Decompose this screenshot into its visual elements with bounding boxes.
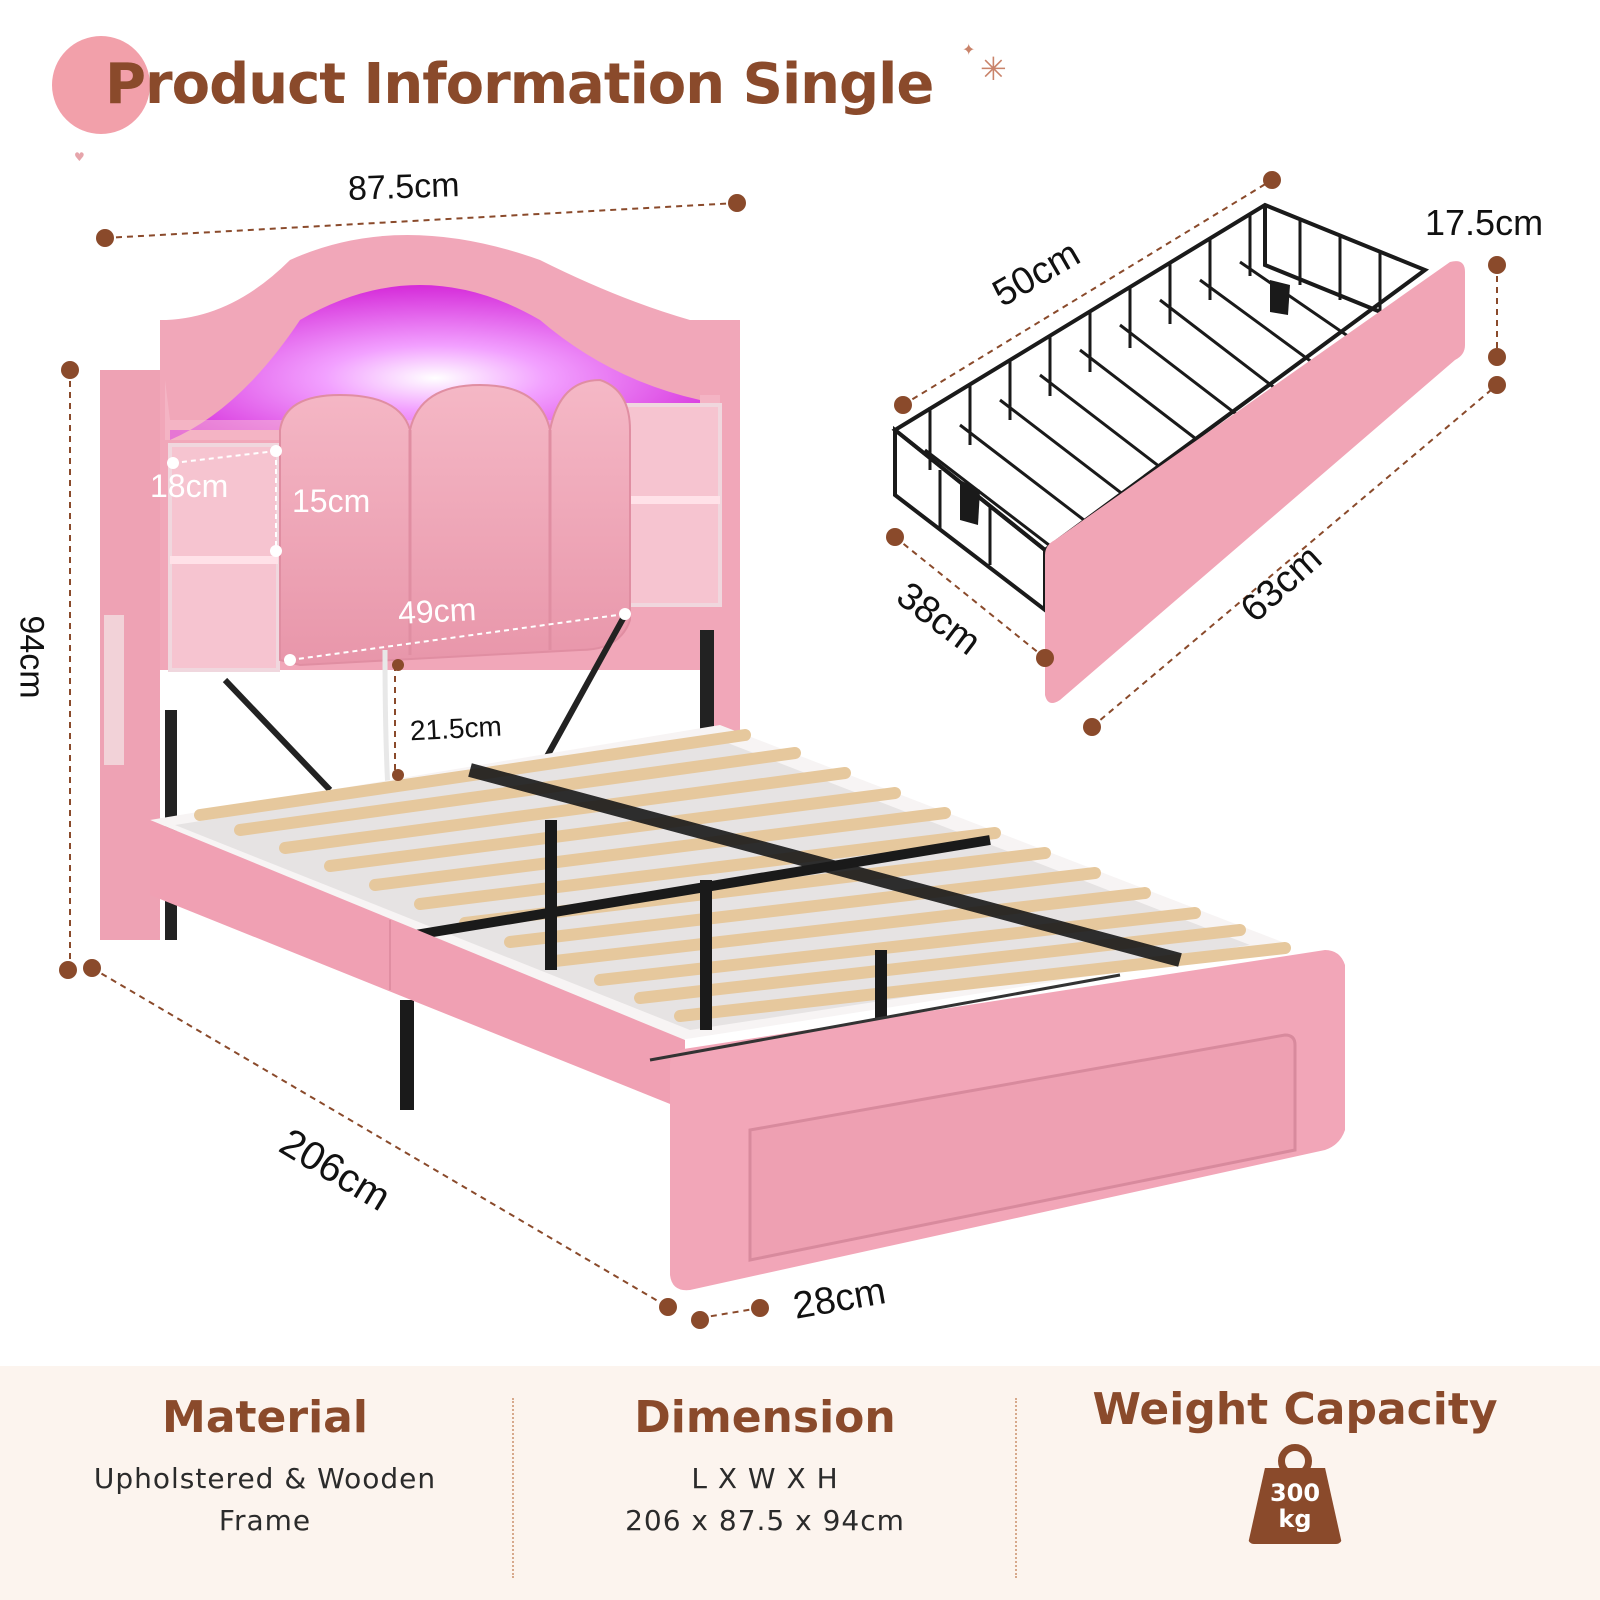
bed-frame — [150, 725, 1345, 1291]
heart-icon: ♥ — [74, 150, 85, 164]
headboard — [100, 235, 740, 940]
star-icon: ✳ — [980, 50, 1007, 88]
sparkle-icon: ✦ — [962, 40, 976, 59]
shelf-right — [623, 403, 722, 607]
footer-divider — [1015, 1398, 1017, 1578]
material-column: Material Upholstered & Wooden Frame — [30, 1366, 500, 1600]
dimension-heading: Dimension — [634, 1392, 896, 1443]
shelf-height-label: 18cm — [150, 468, 229, 504]
height-label: 94cm — [12, 615, 51, 699]
material-line-1: Upholstered & Wooden — [93, 1462, 437, 1495]
footer-divider — [512, 1398, 514, 1578]
page-title: Product Information Single — [105, 52, 934, 117]
weight-icon: 300 kg — [1248, 1444, 1342, 1544]
drawer-height-label: 17.5cm — [1425, 202, 1544, 243]
weight-value: 300 — [1269, 1479, 1321, 1507]
info-footer: Material Upholstered & Wooden Frame Dime… — [0, 1366, 1600, 1600]
drawer-front — [748, 1033, 1297, 1262]
headboard-cushion — [279, 378, 631, 667]
headboard-depth-label: 15cm — [292, 483, 371, 519]
dimension-column: Dimension L X W X H 206 x 87.5 x 94cm — [525, 1366, 1005, 1600]
drawer-panel — [1045, 261, 1465, 704]
weight-column: Weight Capacity 300 kg — [1030, 1366, 1560, 1600]
headboard-left-post — [100, 370, 160, 940]
weight-heading: Weight Capacity — [1092, 1384, 1498, 1435]
bed-illustration — [59, 171, 1506, 1329]
title-decoration-blob — [52, 36, 150, 134]
headboard-width-label: 49cm — [397, 590, 478, 632]
dimension-line-2: 206 x 87.5 x 94cm — [625, 1504, 905, 1537]
material-heading: Material — [162, 1392, 368, 1443]
weight-unit: kg — [1278, 1505, 1312, 1533]
side-pocket — [104, 615, 124, 765]
drawer-illustration — [891, 202, 1465, 704]
dimension-line-1: L X W X H — [691, 1462, 839, 1495]
material-line-2: Frame — [218, 1504, 312, 1537]
clearance-label: 21.5cm — [409, 710, 503, 747]
width-label: 87.5cm — [347, 166, 461, 208]
